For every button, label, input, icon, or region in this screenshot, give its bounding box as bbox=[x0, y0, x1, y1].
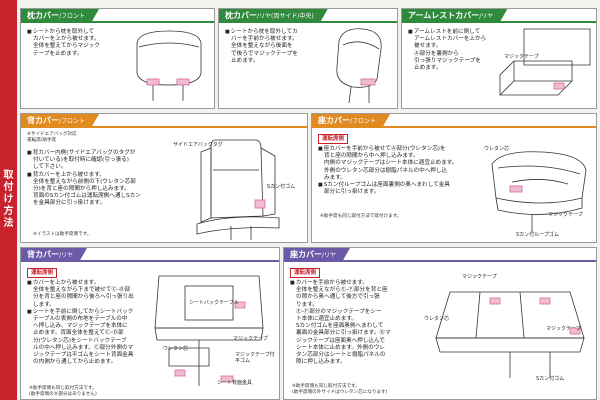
panel-back-front: 背カバー/フロント ※サイドエアバッグ対応 運転席/助手席 背カバー内側(サイド… bbox=[20, 113, 308, 243]
headrest-illustration bbox=[136, 30, 202, 101]
driver-side-badge: 運転席側 bbox=[318, 134, 349, 144]
instruction-item: カバーを上から被せます。 全体を整えながら下まで被せてⒸ-Ⓓ部 分を背と座の隙間… bbox=[27, 280, 145, 309]
instructions: カバーを手前から被せます。 全体を整えながらⒺ-Ⓕ部分を背と座 の隙から奥へ通し… bbox=[290, 280, 416, 366]
airbag-tag-label: サイドエアバッグタグ bbox=[173, 142, 223, 148]
instructions: シートから枕を取外してカ バーを手前から被せます。 全体を整えながら後面を で後… bbox=[225, 29, 320, 65]
instruction-item: シートを手前に倒してからシートバック テーブルの表側の布地をテーブルの中 へ押し… bbox=[27, 309, 145, 367]
sidebar-char: 付 bbox=[3, 182, 14, 193]
panel-title: 枕カバー/フロント bbox=[21, 9, 99, 23]
rear-seat-cushion-illustration bbox=[435, 291, 585, 378]
panel-title: 背カバー/フロント bbox=[21, 114, 99, 128]
passenger-note: ※助手席側も同じ取付方法です。 (助手席側のⒷ部分はありません) bbox=[29, 386, 97, 397]
panel-header: 背カバー/フロント bbox=[21, 114, 307, 128]
instruction-item: カバーを手前から被せます。 全体を整えながらⒺ-Ⓕ部分を背と座 の隙から奥へ通し… bbox=[290, 280, 416, 366]
seat-cushion-illustration bbox=[491, 151, 587, 232]
panel-header: 枕カバー/フロント bbox=[21, 9, 214, 23]
passenger-note: ※助手席側も同じ取付方法です。 (助手席側の外サイドはウレタン芯になります) bbox=[292, 384, 388, 395]
panel-title: 座カバー/フロント bbox=[312, 114, 390, 128]
instructions: シートから枕を取外して カバーを上から被せます。 全体を整えてからマジック テー… bbox=[27, 29, 127, 58]
instructions: カバーを上から被せます。 全体を整えながら下まで被せてⒸ-Ⓓ部 分を背と座の隙間… bbox=[27, 280, 145, 366]
s-hook-rubber-label: Sカン付ゴム bbox=[536, 376, 565, 382]
magic-tape-label: マジックテープ bbox=[546, 326, 581, 332]
urethane-label: ウレタン芯 bbox=[163, 346, 189, 352]
instruction-item: シートから枕を取外して カバーを上から被せます。 全体を整えてからマジック テー… bbox=[27, 29, 127, 58]
sidebar-char: 取 bbox=[3, 170, 14, 181]
instruction-item: アームレストを前に倒して アームレストカバーを上から 被せます。 Ⓐ部分を裏側か… bbox=[408, 29, 494, 72]
passenger-note: ※助手席も同じ取付方法で取付けます。 bbox=[320, 214, 402, 219]
magic-tape-label: マジックテープ bbox=[504, 54, 539, 60]
panel-seat-rear: 座カバー/リヤ 運転席側 カバーを手前から被せます。 全体を整えながらⒺ-Ⓕ部分… bbox=[283, 247, 597, 400]
urethane-label: ウレタン芯 bbox=[484, 146, 510, 152]
instructions: アームレストを前に倒して アームレストカバーを上から 被せます。 Ⓐ部分を裏側か… bbox=[408, 29, 494, 72]
magic-tape-label: マジックテープ bbox=[233, 336, 268, 342]
seatback-table-label: シートバックテーブル bbox=[189, 300, 239, 306]
sidebar-title: 取 付 け 方 法 bbox=[2, 170, 15, 230]
instruction-item: Sカン付ループゴムは座面裏側の奥へまわして金具 部分に引っ掛けます。 bbox=[318, 182, 476, 196]
seat-back-illustration bbox=[196, 139, 280, 240]
panel-seat-front: 座カバー/フロント 運転席側 座カバーを手前から被せてⒶ部分(ウレタン芯)を 背… bbox=[311, 113, 597, 243]
instruction-item: 背カバーを上から被せます。 全体を整えながら前側の下(ウレタン芯部 分)を背と座… bbox=[27, 172, 167, 208]
panel-header: 座カバー/リヤ bbox=[284, 248, 596, 262]
instructions: 背カバー内側(サイドエアバッグのタグが 付いている)を取付時に確認(引っ張る) … bbox=[27, 150, 167, 208]
rear-seat-back-illustration bbox=[154, 275, 264, 386]
panel-headrest-rear: 枕カバー/リヤ(両サイド/中央) シートから枕を取外してカ バーを手前から被せま… bbox=[218, 8, 398, 109]
instructions: 座カバーを手前から被せてⒶ部分(ウレタン芯)を 背と座の隙間から中へ押し込みます… bbox=[318, 146, 476, 196]
panel-header: アームレストカバー/リヤ bbox=[402, 9, 596, 23]
s-hook-rubber-label: Sカン付ゴム bbox=[267, 184, 296, 190]
panel-header: 枕カバー/リヤ(両サイド/中央) bbox=[219, 9, 397, 23]
panel-header: 背カバー/リヤ bbox=[21, 248, 279, 262]
airbag-note: ※サイドエアバッグ対応 運転席/助手席 bbox=[27, 132, 77, 143]
urethane-label: ウレタン芯 bbox=[424, 316, 450, 322]
driver-side-badge: 運転席側 bbox=[27, 268, 58, 278]
instruction-item: 背カバー内側(サイドエアバッグのタグが 付いている)を取付時に確認(引っ張る) … bbox=[27, 150, 167, 172]
magic-tape-label: マジックテープ bbox=[462, 274, 497, 280]
s-loop-rubber-label: Sカン付ループゴム bbox=[516, 232, 559, 238]
instruction-item: 座カバーを手前から被せてⒶ部分(ウレタン芯)を 背と座の隙間から中へ押し込みます… bbox=[318, 146, 476, 182]
seat-back-bracket-label: シート背面金具 bbox=[217, 380, 253, 386]
panel-headrest-front: 枕カバー/フロント シートから枕を取外して カバーを上から被せます。 全体を整え… bbox=[20, 8, 215, 109]
panel-armrest-rear: アームレストカバー/リヤ アームレストを前に倒して アームレストカバーを上から … bbox=[401, 8, 597, 109]
panel-back-rear: 背カバー/リヤ 運転席側 カバーを上から被せます。 全体を整えながら下まで被せて… bbox=[20, 247, 280, 400]
armrest-illustration bbox=[499, 28, 591, 96]
illustration-note: ※イラストは助手席側です。 bbox=[33, 232, 92, 237]
magic-tape-label: マジックテープ bbox=[548, 212, 583, 218]
sidebar-char: け bbox=[3, 194, 14, 205]
sidebar-char: 方 bbox=[3, 206, 14, 217]
sidebar: 取 付 け 方 法 bbox=[0, 0, 17, 400]
sidebar-char: 法 bbox=[3, 218, 14, 229]
panel-title: 枕カバー/リヤ(両サイド/中央) bbox=[219, 9, 328, 23]
panel-title: 背カバー/リヤ bbox=[21, 248, 87, 262]
instruction-item: シートから枕を取外してカ バーを手前から被せます。 全体を整えながら後面を で後… bbox=[225, 29, 320, 65]
panel-header: 座カバー/フロント bbox=[312, 114, 596, 128]
panel-title: アームレストカバー/リヤ bbox=[402, 9, 507, 23]
driver-side-badge: 運転席側 bbox=[290, 268, 321, 278]
headrest-rear-illustration bbox=[336, 28, 382, 104]
magic-tape-flat-rubber-label: マジックテープ付 平ゴム bbox=[235, 352, 275, 364]
panel-title: 座カバー/リヤ bbox=[284, 248, 350, 262]
